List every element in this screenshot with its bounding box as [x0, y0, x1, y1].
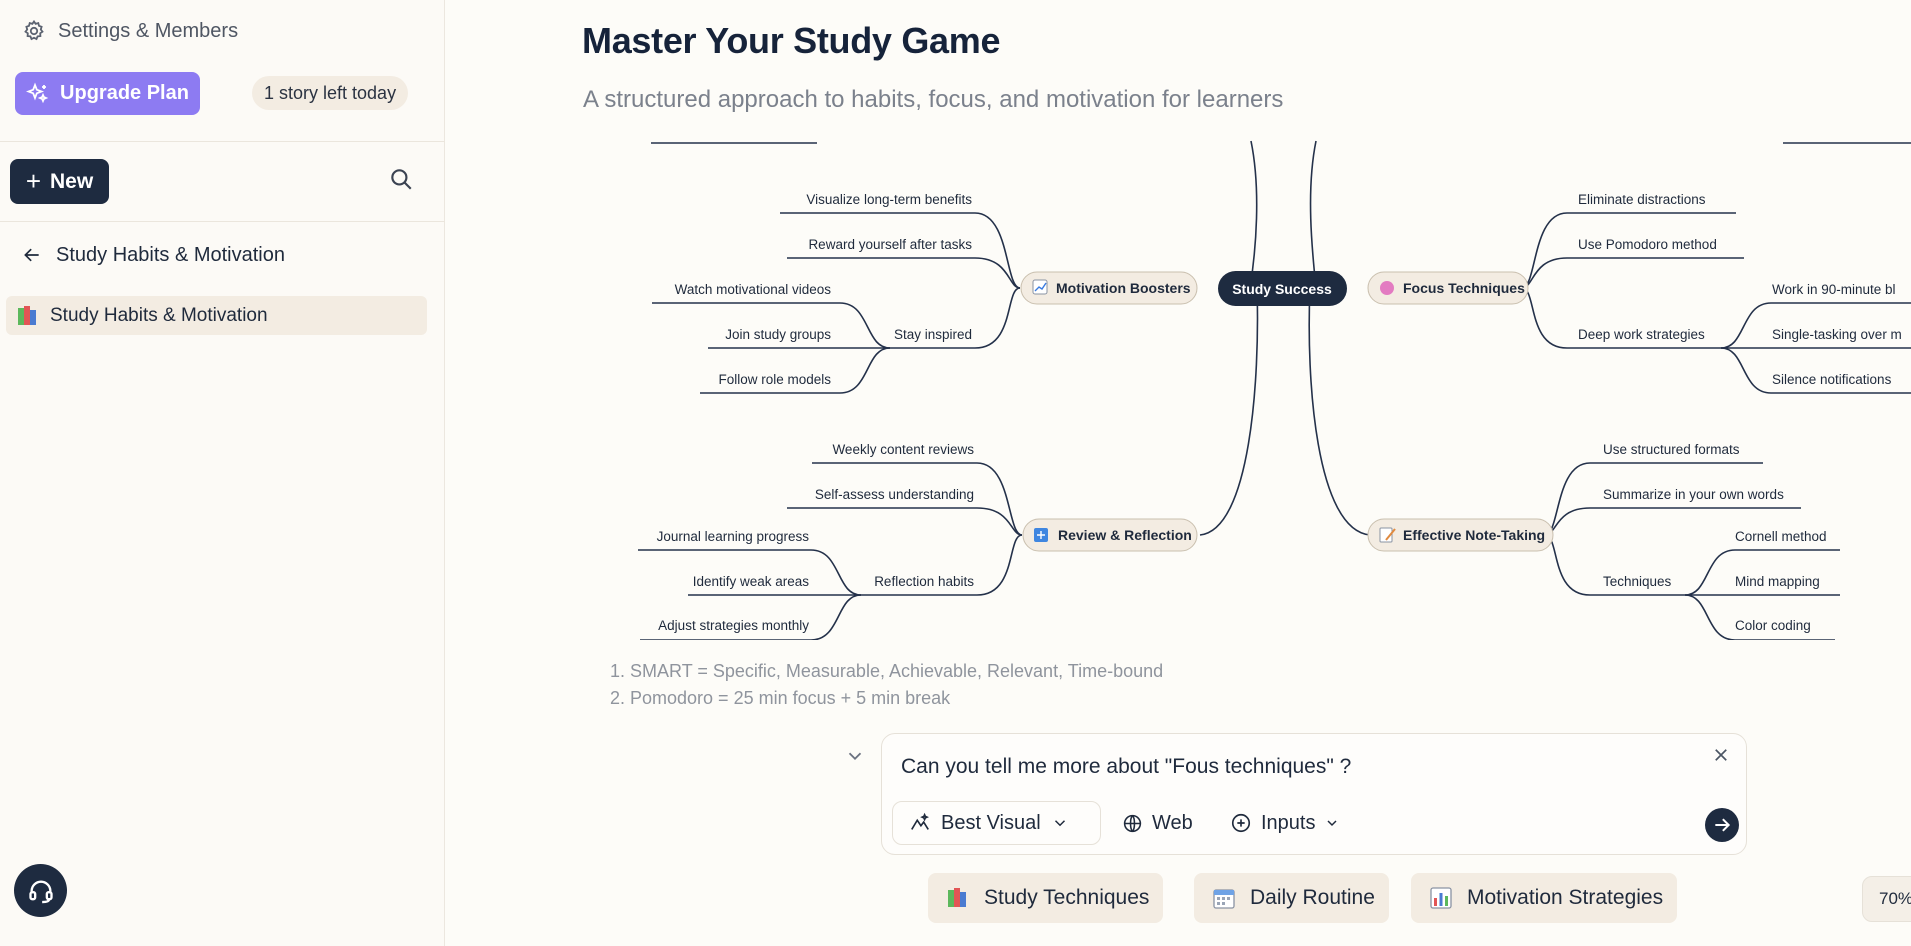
plus-circle-icon [1231, 813, 1251, 833]
mindmap-leaf[interactable]: Techniques [1603, 574, 1672, 589]
footnote: 1. SMART = Specific, Measurable, Achieva… [610, 661, 1164, 681]
plus-icon: + [25, 165, 41, 196]
books-icon [948, 888, 966, 907]
chip-label: Motivation Strategies [1467, 886, 1664, 909]
globe-icon [1123, 814, 1142, 832]
branch-review-reflection[interactable]: Review & Reflection [1022, 518, 1198, 552]
mindmap-leaf[interactable]: Weekly content reviews [832, 442, 974, 457]
chevron-down-icon [1327, 820, 1338, 827]
chevron-down-icon[interactable] [844, 745, 866, 767]
branch-label: Review & Reflection [1058, 527, 1192, 543]
back-to-folder-link[interactable]: Study Habits & Motivation [22, 240, 285, 270]
mindmap-leaf[interactable]: Mind mapping [1735, 574, 1820, 589]
mindmap-leaf[interactable]: Cornell method [1735, 529, 1827, 544]
suggestion-chip-motivation-strategies[interactable]: Motivation Strategies [1411, 873, 1678, 923]
arrow-right-icon [1715, 818, 1731, 832]
mindmap-leaf[interactable]: Use structured formats [1603, 442, 1740, 457]
visual-mode-icon [911, 812, 929, 830]
brain-icon [1380, 281, 1394, 295]
suggestion-chip-study-techniques[interactable]: Study Techniques [928, 873, 1164, 923]
send-button[interactable] [1705, 808, 1739, 842]
mindmap-leaf[interactable]: Deep work strategies [1578, 327, 1705, 342]
zoom-level[interactable]: 70% [1862, 876, 1911, 922]
headset-icon [28, 880, 53, 903]
chevron-down-icon [1054, 820, 1065, 827]
upgrade-plan-button[interactable]: Upgrade Plan [15, 72, 200, 115]
mindmap-leaf[interactable]: Silence notifications [1772, 372, 1892, 387]
page-subtitle: A structured approach to habits, focus, … [583, 86, 1284, 113]
mindmap-leaf[interactable]: Eliminate distractions [1578, 192, 1706, 207]
mindmap-leaf[interactable]: Follow role models [718, 372, 831, 387]
center-node-label: Study Success [1232, 281, 1332, 297]
mindmap-leaf[interactable]: Stay inspired [894, 327, 972, 342]
mindmap-leaf[interactable]: Reward yourself after tasks [808, 237, 972, 252]
footnote: 2. Pomodoro = 25 min focus + 5 min break [610, 688, 951, 708]
branch-label: Motivation Boosters [1056, 280, 1191, 296]
sidebar-item-study-habits[interactable]: Study Habits & Motivation [6, 296, 427, 335]
mindmap-leaf[interactable]: Watch motivational videos [675, 282, 832, 297]
branch-focus-techniques[interactable]: Focus Techniques [1367, 271, 1529, 305]
close-icon[interactable] [1712, 746, 1730, 764]
branch-label: Effective Note-Taking [1403, 527, 1545, 543]
mindmap-leaf[interactable]: Identify weak areas [693, 574, 810, 589]
bar-chart-icon [1430, 887, 1452, 909]
inputs-dropdown[interactable]: Inputs [1230, 807, 1340, 839]
arrow-left-icon [24, 248, 39, 262]
sidebar-divider [0, 141, 445, 142]
mindmap-leaf[interactable]: Use Pomodoro method [1578, 237, 1717, 252]
page-title: Master Your Study Game [582, 20, 1001, 61]
mindmap-leaf[interactable]: Reflection habits [874, 574, 974, 589]
mindmap-leaf[interactable]: Journal learning progress [657, 529, 810, 544]
new-story-button[interactable]: + New [10, 159, 109, 204]
mindmap-leaf[interactable]: Single-tasking over m [1772, 327, 1902, 342]
mindmap-leaf[interactable]: Color coding [1735, 618, 1811, 633]
mindmap-leaf[interactable]: Self-assess understanding [815, 487, 974, 502]
suggestion-chip-daily-routine[interactable]: Daily Routine [1194, 873, 1389, 923]
sidebar-item-label: Study Habits & Motivation [50, 304, 268, 326]
folder-title: Study Habits & Motivation [56, 243, 285, 266]
branch-label: Focus Techniques [1403, 280, 1525, 296]
new-label: New [50, 169, 94, 193]
settings-label: Settings & Members [58, 19, 239, 42]
mindmap-leaf[interactable]: Join study groups [725, 327, 831, 342]
chip-label: Study Techniques [984, 886, 1150, 909]
gear-icon [24, 19, 44, 41]
chat-input[interactable]: Can you tell me more about "Fous techniq… [901, 755, 1352, 778]
mindmap-leaf[interactable]: Work in 90-minute bl [1772, 282, 1896, 297]
mind-map: Study Success Motivation Boosters Focus … [638, 140, 1911, 640]
sparkle-icon [26, 81, 49, 103]
search-icon[interactable] [388, 166, 414, 192]
memo-icon [1379, 527, 1393, 543]
chat-composer: Can you tell me more about "Fous techniq… [881, 733, 1747, 855]
settings-members-link[interactable]: Settings & Members [22, 16, 238, 46]
web-label: Web [1152, 811, 1193, 834]
support-button[interactable] [14, 864, 67, 917]
mindmap-center-node[interactable]: Study Success [1218, 271, 1347, 306]
mindmap-leaf[interactable]: Summarize in your own words [1603, 487, 1784, 502]
web-search-toggle[interactable]: Web [1122, 807, 1193, 839]
sidebar-divider [0, 221, 445, 222]
calendar-icon [1213, 889, 1235, 909]
branch-motivation-boosters[interactable]: Motivation Boosters [1020, 271, 1198, 305]
mindmap-leaf[interactable]: Adjust strategies monthly [658, 618, 809, 633]
mode-select[interactable]: Best Visual [892, 801, 1101, 845]
mode-label: Best Visual [941, 811, 1041, 834]
inputs-label: Inputs [1261, 811, 1316, 834]
sidebar: Settings & Members Upgrade Plan 1 story … [0, 0, 445, 946]
books-icon [18, 305, 36, 325]
footnotes: 1. SMART = Specific, Measurable, Achieva… [610, 658, 1163, 712]
chip-label: Daily Routine [1250, 886, 1375, 909]
mindmap-leaf[interactable]: Visualize long-term benefits [806, 192, 972, 207]
story-quota-badge: 1 story left today [252, 76, 409, 110]
branch-effective-note-taking[interactable]: Effective Note-Taking [1367, 518, 1554, 552]
upgrade-plan-label: Upgrade Plan [60, 82, 189, 104]
